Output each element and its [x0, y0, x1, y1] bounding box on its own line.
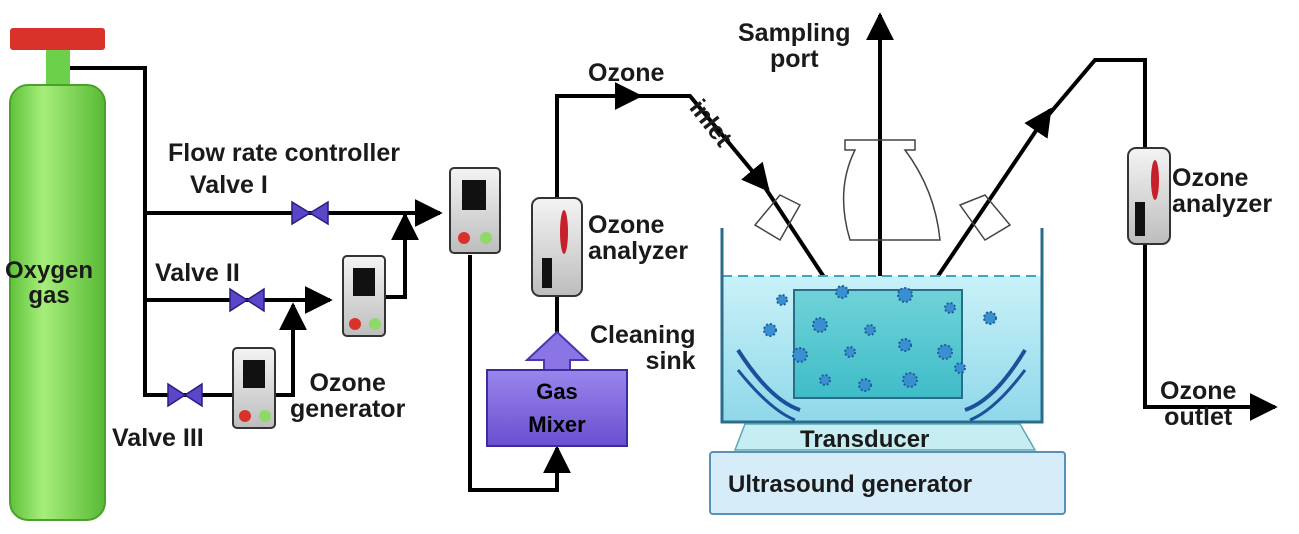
label-ozone-outlet: Ozone outlet [1160, 377, 1237, 432]
bubble [954, 362, 966, 374]
bubble [812, 317, 828, 333]
bubble [776, 294, 788, 306]
cylinder-neck [46, 50, 70, 85]
cylinder-cap [10, 28, 105, 50]
bubble [835, 285, 849, 299]
ozone-generator-device-3 [232, 347, 276, 429]
label-ozone-analyzer-right: Ozone analyzer [1172, 164, 1273, 219]
transducer-plate [733, 423, 1037, 451]
bubbles [763, 285, 997, 392]
ozone-analyzer-right-device [1127, 147, 1171, 245]
label-gas-mixer: Gas Mixer [528, 379, 586, 437]
ozone-analyzer-left-device [531, 197, 583, 297]
flow-rate-controller-device [449, 167, 501, 254]
label-cleaning-sink: Cleaning sink [590, 321, 696, 376]
valve-2 [229, 287, 265, 313]
label-flow-rate-controller: Flow rate controller [168, 139, 400, 167]
label-ultrasound-generator: Ultrasound generator [728, 471, 973, 498]
label-oxygen-gas: Oxygen gas [5, 257, 94, 310]
bubble [937, 344, 953, 360]
valve-3 [167, 382, 203, 408]
bubble [944, 302, 956, 314]
bubble [897, 287, 913, 303]
label-valve-1: Valve I [190, 171, 268, 199]
label-sampling-port: Sampling port [738, 19, 851, 74]
label-ozone-generator: Ozone generator [290, 369, 406, 424]
bubble [819, 374, 831, 386]
cleaning-sink-tank [720, 228, 1044, 424]
oxygen-cylinder [9, 28, 106, 521]
bubble [864, 324, 876, 336]
cylinder-body [9, 84, 106, 521]
bubble [983, 311, 997, 325]
gas-mixer-device [486, 330, 628, 447]
ultrasound-generator-box [709, 451, 1066, 515]
bubble [844, 346, 856, 358]
bubble [902, 372, 918, 388]
label-valve-3: Valve III [112, 424, 204, 452]
valve-1 [291, 200, 329, 226]
label-ozone-analyzer-left: Ozone analyzer [588, 211, 689, 266]
bubble [858, 378, 872, 392]
label-transducer: Transducer [800, 426, 930, 453]
label-valve-2: Valve II [155, 259, 240, 287]
bubble [898, 338, 912, 352]
bubble [792, 347, 808, 363]
ozone-generator-device-2 [342, 255, 386, 337]
bubble [763, 323, 777, 337]
reactor-flask [753, 139, 1012, 242]
label-ozone: Ozone [588, 59, 665, 87]
